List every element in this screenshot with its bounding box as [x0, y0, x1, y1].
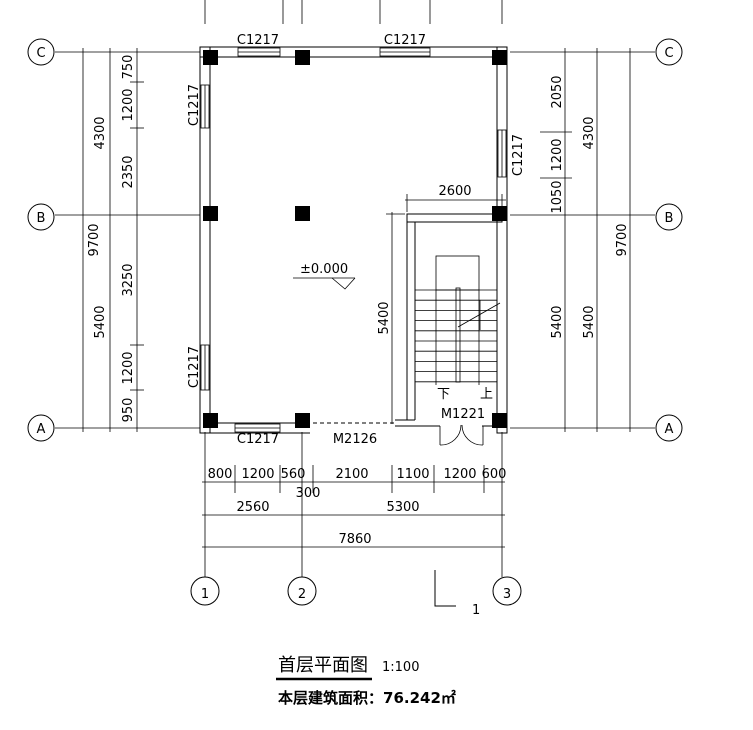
walls [199, 46, 508, 434]
door-label: M1221 [441, 407, 485, 422]
svg-text:2600: 2600 [438, 184, 471, 199]
window-label: C1217 [511, 134, 526, 176]
svg-text:1200: 1200 [121, 88, 136, 121]
svg-text:C: C [36, 46, 45, 61]
svg-text:2050: 2050 [550, 75, 565, 108]
svg-text:2560: 2560 [236, 500, 269, 515]
svg-text:7860: 7860 [338, 532, 371, 547]
axis-bubble-b-right: B [655, 203, 683, 231]
svg-text:5400: 5400 [582, 305, 597, 338]
axis-bubble-a-left: A [27, 414, 55, 442]
axis-bubble-1: 1 [190, 576, 220, 606]
svg-text:800: 800 [208, 467, 233, 482]
right-dimensions: 2050 1200 1050 5400 4300 5400 9700 [540, 48, 631, 432]
stair-down-label: 下 [437, 387, 450, 402]
svg-text:A: A [37, 422, 46, 437]
stair-up-label: 上 [480, 387, 493, 402]
svg-text:750: 750 [121, 55, 136, 80]
svg-text:5400: 5400 [550, 305, 565, 338]
left-dimensions: 9700 4300 5400 750 1200 2350 3250 1200 9… [82, 48, 144, 432]
svg-text:1200: 1200 [121, 351, 136, 384]
top-extension-lines [204, 0, 503, 24]
grid-lines [55, 51, 655, 577]
svg-text:2: 2 [298, 587, 306, 602]
svg-text:B: B [665, 211, 674, 226]
svg-text:B: B [37, 211, 46, 226]
svg-text:3: 3 [503, 587, 511, 602]
window-label: C1217 [237, 432, 279, 447]
bottom-dimensions: 800 1200 560 300 2100 1100 1200 600 2560… [202, 465, 507, 548]
svg-text:9700: 9700 [87, 223, 102, 256]
svg-text:1: 1 [472, 603, 480, 618]
svg-text:2100: 2100 [335, 467, 368, 482]
svg-text:4300: 4300 [93, 116, 108, 149]
svg-text:1100: 1100 [396, 467, 429, 482]
svg-text:1200: 1200 [241, 467, 274, 482]
svg-text:4300: 4300 [582, 116, 597, 149]
stair-dimensions: 2600 5400 [377, 184, 506, 424]
svg-text:3250: 3250 [121, 263, 136, 296]
columns [203, 50, 507, 428]
axis-bubble-3: 3 [492, 576, 522, 606]
svg-text:600: 600 [482, 467, 507, 482]
axis-bubble-a-right: A [655, 414, 683, 442]
svg-text:±0.000: ±0.000 [300, 262, 348, 277]
window-label: C1217 [187, 84, 202, 126]
staircase: 下 上 M1221 [415, 255, 501, 446]
svg-text:C: C [664, 46, 673, 61]
svg-text:560: 560 [281, 467, 306, 482]
window-label: C1217 [384, 33, 426, 48]
floor-area: 本层建筑面积：76.242㎡ [278, 689, 456, 707]
door-label: M2126 [333, 432, 377, 447]
window-label: C1217 [237, 33, 279, 48]
axis-bubble-b-left: B [27, 203, 55, 231]
axis-bubble-2: 2 [287, 576, 317, 606]
svg-text:9700: 9700 [615, 223, 630, 256]
drawing-title: 首层平面图 [278, 655, 368, 676]
windows: C1217 C1217 C1217 C1217 C1217 C1217 M212… [187, 33, 526, 447]
window-label: C1217 [187, 346, 202, 388]
svg-text:5300: 5300 [386, 500, 419, 515]
drawing-scale: 1:100 [382, 660, 419, 675]
svg-text:1050: 1050 [550, 180, 565, 213]
axis-bubble-c-left: C [27, 38, 55, 66]
svg-text:5400: 5400 [377, 301, 392, 334]
axis-bubble-c-right: C [655, 38, 683, 66]
elevation-mark: ±0.000 [293, 262, 356, 290]
svg-text:2350: 2350 [121, 155, 136, 188]
svg-text:A: A [665, 422, 674, 437]
svg-text:1200: 1200 [550, 138, 565, 171]
svg-text:300: 300 [296, 486, 321, 501]
svg-text:5400: 5400 [93, 305, 108, 338]
svg-text:1200: 1200 [443, 467, 476, 482]
svg-text:950: 950 [121, 398, 136, 423]
svg-text:1: 1 [201, 587, 209, 602]
section-mark: 1 [434, 570, 480, 618]
